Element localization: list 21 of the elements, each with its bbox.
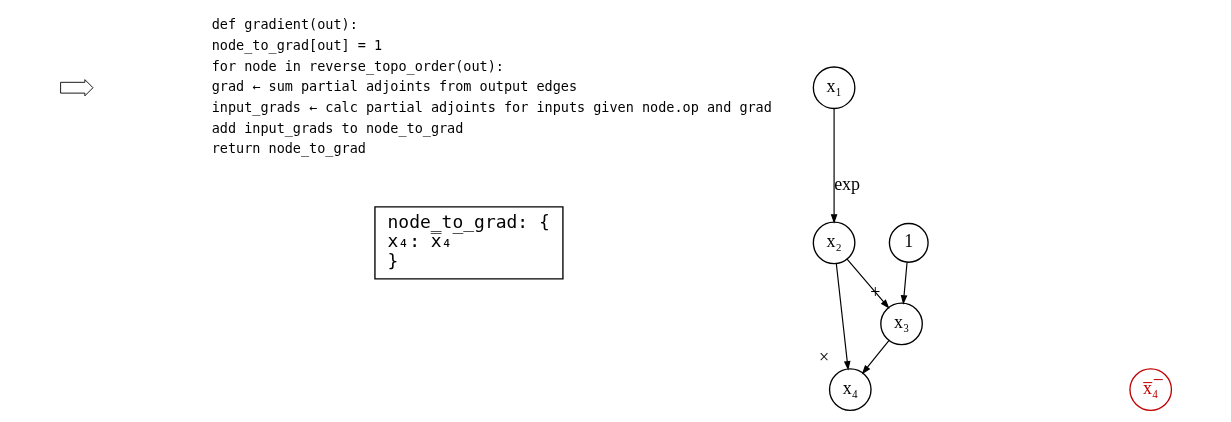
node-circle: x₂ <box>812 221 855 265</box>
node-label: × <box>818 347 829 368</box>
arrow <box>846 258 889 309</box>
node-circle: x₁ <box>812 66 855 110</box>
arrow <box>900 261 908 305</box>
edge-label: exp <box>833 173 860 194</box>
label: return node_to_grad <box>211 140 366 157</box>
node-circle: x₄ <box>828 368 872 411</box>
arrow <box>830 108 837 224</box>
label: node_to_grad[out] = 1 <box>211 36 382 53</box>
label: for node in reverse_topo_order(out): <box>211 57 504 74</box>
node-circle: x̅₄̅ <box>1128 368 1172 411</box>
node-box: node_to_grad: { x₄: x̅₄̅ } <box>373 206 564 280</box>
label: def gradient(out): <box>211 16 358 33</box>
arrow <box>861 339 889 375</box>
node-circle: x₃ <box>879 302 923 346</box>
arrow <box>835 263 851 371</box>
label: add input_grads to node_to_grad <box>211 119 463 136</box>
label: grad ← sum partial adjoints from output edges <box>211 78 577 95</box>
label: input_grads ← calc partial adjoints for inputs given node.op and grad <box>211 99 772 116</box>
node-circle: 1 <box>888 222 929 263</box>
